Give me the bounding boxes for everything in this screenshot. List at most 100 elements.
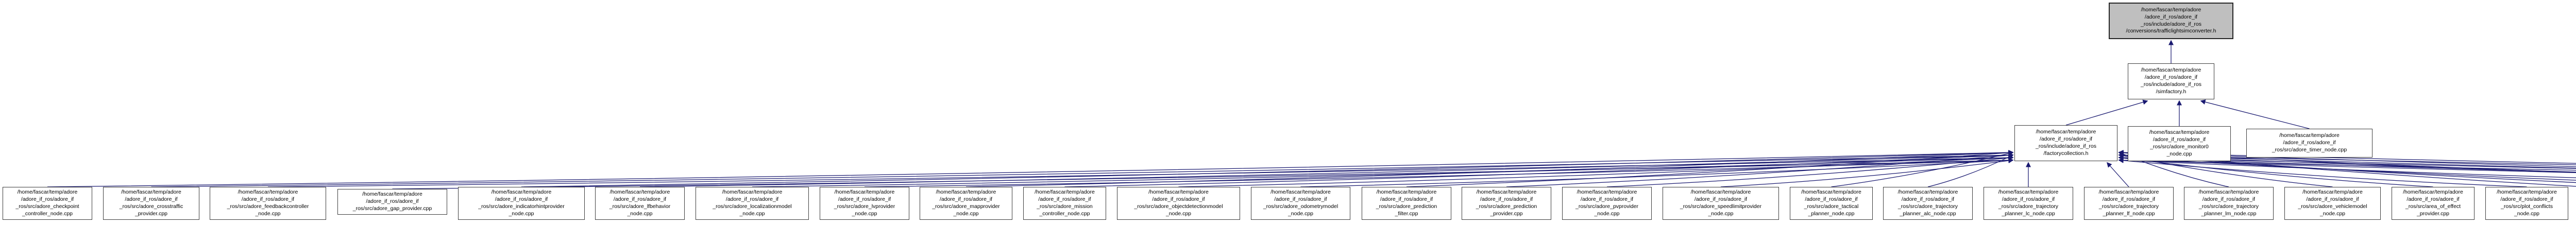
include-edge: [2118, 155, 2576, 173]
node-path-line: _filter.cpp: [1395, 210, 1418, 217]
node-path-line: /adore_if_ros/adore_if: [1901, 196, 1955, 203]
node-path-line: /adore_if_ros/adore_if: [2153, 136, 2206, 143]
graph-node-leaf[interactable]: /home/fascar/temp/adore/adore_if_ros/ado…: [1883, 187, 1973, 220]
graph-node-leaf[interactable]: /home/fascar/temp/adore/adore_if_ros/ado…: [458, 187, 585, 220]
graph-node-leaf[interactable]: /home/fascar/temp/adore/adore_if_ros/ado…: [1023, 187, 1106, 220]
node-path-line: _ros/src/adore_trajectory: [2098, 203, 2159, 210]
node-path-line: _node.cpp: [953, 210, 979, 217]
include-edge: [2118, 158, 2576, 178]
node-path-line: /home/fascar/temp/adore: [936, 189, 996, 196]
node-path-line: /adore_if_ros/adore_if: [1038, 196, 1091, 203]
graph-node-factorycollection-h[interactable]: /home/fascar/temp/adore/adore_if_ros/ado…: [2014, 125, 2117, 161]
graph-node-adore-timer-node-cpp[interactable]: /home/fascar/temp/adore/adore_if_ros/ado…: [2246, 129, 2372, 158]
node-path-line: /home/fascar/temp/adore: [2141, 67, 2201, 74]
include-edge: [1606, 155, 2014, 187]
graph-node-leaf[interactable]: /home/fascar/temp/adore/adore_if_ros/ado…: [1462, 187, 1551, 220]
node-path-line: _planner_node.cpp: [1808, 210, 1855, 217]
node-path-line: /home/fascar/temp/adore: [1476, 189, 1537, 196]
graph-node-leaf[interactable]: /home/fascar/temp/adore/adore_if_ros/ado…: [1663, 187, 1779, 220]
graph-node-leaf[interactable]: /home/fascar/temp/adore/adore_if_ros/ado…: [920, 187, 1012, 220]
graph-node-leaf[interactable]: /home/fascar/temp/adore/adore_if_ros/ado…: [1562, 187, 1652, 220]
node-path-line: _ros/src/adore_mission: [1037, 203, 1093, 210]
graph-node-leaf[interactable]: /home/fascar/temp/adore/adore_if_ros/ado…: [1984, 187, 2073, 220]
node-path-line: /home/fascar/temp/adore: [362, 191, 422, 198]
include-edge: [2118, 155, 2433, 187]
node-path-line: /adore_if_ros/adore_if: [613, 196, 667, 203]
node-path-line: _node.cpp: [2514, 210, 2540, 217]
node-path-line: /adore_if_ros/adore_if: [2144, 13, 2198, 20]
graph-node-leaf[interactable]: /home/fascar/temp/adore/adore_if_ros/ado…: [2485, 187, 2568, 220]
node-path-line: /home/fascar/temp/adore: [1690, 189, 1751, 196]
node-path-line: /home/fascar/temp/adore: [1577, 189, 1637, 196]
node-path-line: _ros/include/adore_if_ros: [2141, 21, 2201, 27]
node-path-line: /home/fascar/temp/adore: [1148, 189, 1209, 196]
graph-node-leaf[interactable]: /home/fascar/temp/adore/adore_if_ros/ado…: [595, 187, 685, 220]
node-path-line: /home/fascar/temp/adore: [722, 189, 783, 196]
include-edge: [639, 152, 2014, 187]
node-path-line: /adore_if_ros/adore_if: [838, 196, 891, 203]
graph-node-simfactory-h[interactable]: /home/fascar/temp/adore/adore_if_ros/ado…: [2128, 63, 2214, 99]
include-edge: [2118, 155, 2576, 181]
node-path-line: _controller_node.cpp: [22, 210, 73, 217]
node-path-line: _ros/src/adore_objectdetectionmodel: [1134, 203, 1223, 210]
graph-node-leaf[interactable]: /home/fascar/temp/adore/adore_if_ros/ado…: [820, 187, 909, 220]
node-path-line: _ros/src/adore_trajectory: [1897, 203, 1958, 210]
graph-node-adore-monitor0-node-cpp[interactable]: /home/fascar/temp/adore/adore_if_ros/ado…: [2128, 126, 2231, 161]
include-edge: [752, 155, 2014, 187]
graph-node-leaf[interactable]: /home/fascar/temp/adore/adore_if_ros/ado…: [1362, 187, 1451, 220]
node-path-line: _node.cpp: [1708, 210, 1734, 217]
node-path-line: /adore_if_ros/adore_if: [939, 196, 993, 203]
node-path-line: _provider.cpp: [134, 210, 168, 217]
node-path-line: _ros/src/adore_pvprovider: [1575, 203, 1638, 210]
node-path-line: /adore_if_ros/adore_if: [2039, 136, 2093, 143]
include-edge: [1300, 158, 2014, 187]
node-path-line: /adore_if_ros/adore_if: [241, 196, 295, 203]
graph-node-leaf[interactable]: /home/fascar/temp/adore/adore_if_ros/ado…: [103, 187, 199, 220]
node-path-line: _ros/src/adore_gap_provider.cpp: [352, 205, 432, 212]
node-path-line: /home/fascar/temp/adore: [1998, 189, 2059, 196]
include-edge: [1064, 152, 2014, 187]
node-path-line: /adore_if_ros/adore_if: [495, 196, 548, 203]
node-path-line: /home/fascar/temp/adore: [1376, 189, 1437, 196]
node-path-line: _planner_lc_node.cpp: [2002, 210, 2055, 217]
graph-node-leaf[interactable]: /home/fascar/temp/adore/adore_if_ros/ado…: [2392, 187, 2475, 220]
graph-node-leaf[interactable]: /home/fascar/temp/adore/adore_if_ros/ado…: [696, 187, 809, 220]
node-path-line: _ros/src/adore_localizationmodel: [713, 203, 792, 210]
node-path-line: _ros/src/adore_prediction: [1476, 203, 1537, 210]
node-path-line: _ros/src/adore_odometrymodel: [1263, 203, 1338, 210]
graph-node-leaf[interactable]: /home/fascar/temp/adore/adore_if_ros/ado…: [2284, 187, 2381, 220]
graph-node-leaf[interactable]: /home/fascar/temp/adore/adore_if_ros/ado…: [2084, 187, 2174, 220]
include-edge: [2118, 158, 2576, 171]
include-edge: [2118, 158, 2527, 187]
node-path-line: /home/fascar/temp/adore: [2302, 189, 2363, 196]
graph-node-leaf[interactable]: /home/fascar/temp/adore/adore_if_ros/ado…: [3, 187, 92, 220]
node-path-line: /adore_if_ros/adore_if: [2283, 140, 2336, 146]
node-path-line: _planner_lm_node.cpp: [2201, 210, 2257, 217]
node-path-line: /adore_if_ros/adore_if: [2102, 196, 2156, 203]
node-path-line: /adore_if_ros/adore_if: [1480, 196, 1533, 203]
graph-node-leaf[interactable]: /home/fascar/temp/adore/adore_if_ros/ado…: [2184, 187, 2274, 220]
node-path-line: /adore_if_ros/adore_if: [2144, 74, 2198, 81]
node-path-line: /adore_if_ros/adore_if: [2306, 196, 2359, 203]
node-path-line: /adore_if_ros/adore_if: [1380, 196, 1433, 203]
graph-node-leaf[interactable]: /home/fascar/temp/adore/adore_if_ros/ado…: [1251, 187, 1350, 220]
graph-node-leaf[interactable]: /home/fascar/temp/adore/adore_if_ros/ado…: [1790, 187, 1873, 220]
node-path-line: _ros/src/adore_monitor0: [2150, 144, 2209, 150]
node-path-line: /home/fascar/temp/adore: [2098, 189, 2159, 196]
node-path-line: /adore_if_ros/adore_if: [1805, 196, 1858, 203]
include-edge: [2065, 99, 2148, 126]
node-path-line: _node.cpp: [739, 210, 765, 217]
graph-node-leaf[interactable]: /home/fascar/temp/adore/adore_if_ros/ado…: [1117, 187, 1240, 220]
node-path-line: _ros/src/adore_prediction: [1376, 203, 1437, 210]
include-edge: [864, 158, 2014, 187]
node-path-line: /home/fascar/temp/adore: [1897, 189, 1958, 196]
graph-node-leaf[interactable]: /home/fascar/temp/adore/adore_if_ros/ado…: [337, 189, 447, 215]
node-path-line: /home/fascar/temp/adore: [2149, 129, 2210, 136]
node-path-line: /home/fascar/temp/adore: [2036, 129, 2096, 135]
graph-node-leaf[interactable]: /home/fascar/temp/adore/adore_if_ros/ado…: [210, 187, 326, 220]
node-path-line: _ros/src/adore_speedlimitprovider: [1680, 203, 1762, 210]
node-path-line: /home/fascar/temp/adore: [238, 189, 298, 196]
node-path-line: /conversions/trafficlightsimconverter.h: [2126, 28, 2216, 34]
node-path-line: /home/fascar/temp/adore: [1270, 189, 1331, 196]
include-edge: [1406, 150, 2014, 187]
